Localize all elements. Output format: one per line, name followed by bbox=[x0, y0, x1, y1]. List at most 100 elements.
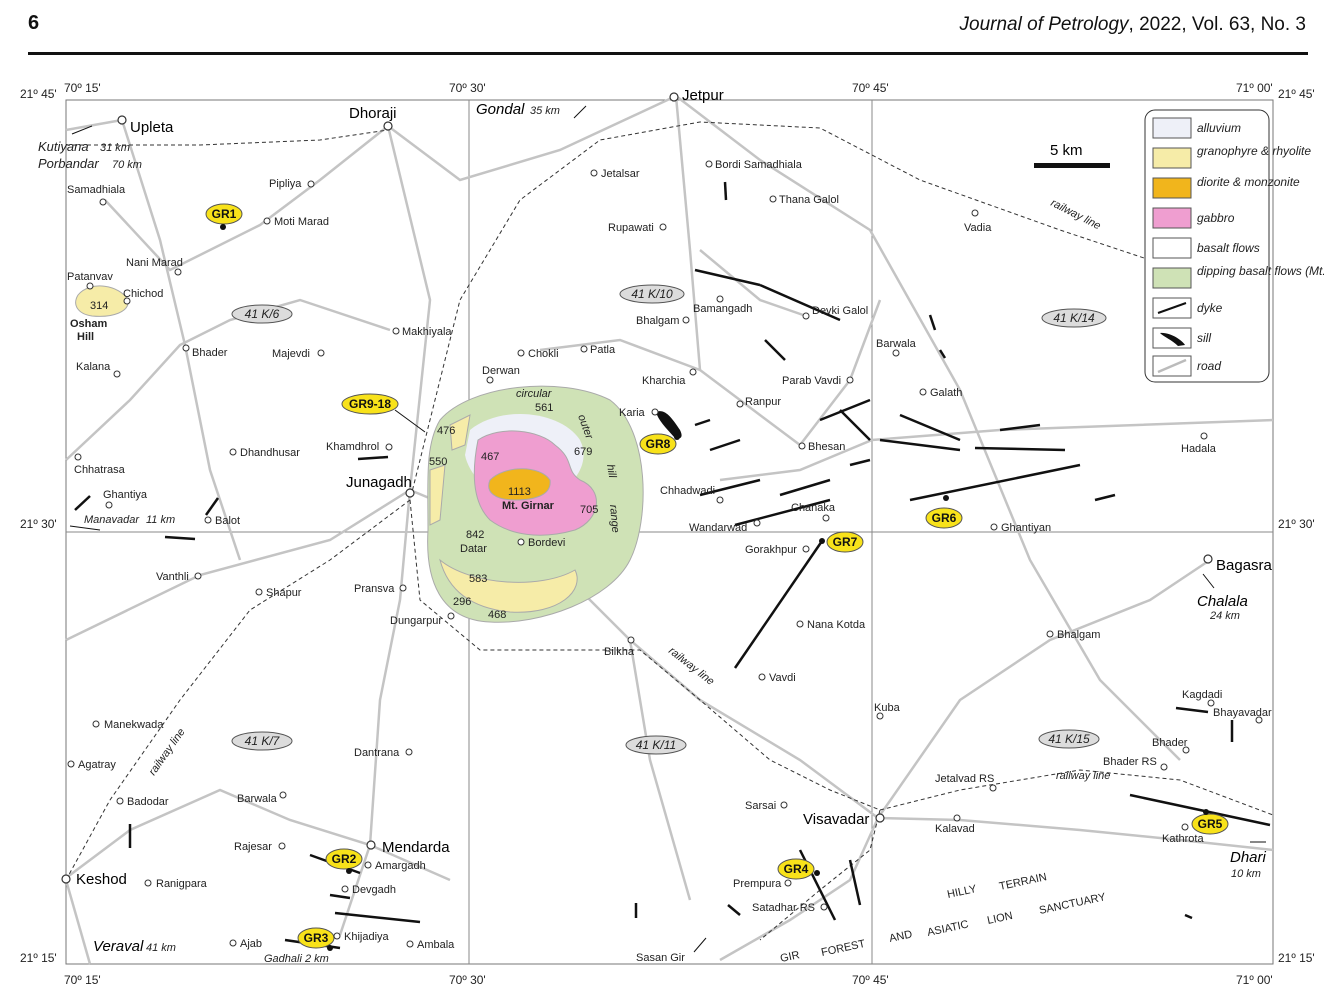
granophyre-west bbox=[429, 464, 446, 526]
mt-girnar-label: Mt. Girnar bbox=[502, 500, 555, 512]
coord-70-45-bottom: 70º 45' bbox=[852, 973, 889, 987]
railway-label-e: railway line bbox=[1056, 770, 1110, 782]
village-dhandhusar: Dhandhusar bbox=[240, 447, 300, 459]
village-ghantiyan: Ghantiyan bbox=[1001, 522, 1051, 534]
coord-71-00-bottom: 71º 00' bbox=[1236, 973, 1273, 987]
sample-gr3: GR3 bbox=[304, 931, 329, 945]
coord-70-30-bottom: 70º 30' bbox=[449, 973, 486, 987]
diorite-area bbox=[488, 468, 551, 501]
journal-citation: Journal of Petrology, 2022, Vol. 63, No.… bbox=[960, 14, 1306, 36]
sheet-41k6: 41 K/6 bbox=[245, 307, 280, 321]
dir-kutiyana-dist: 31 km bbox=[100, 142, 130, 154]
village-karia: Karia bbox=[619, 407, 646, 419]
legend: alluvium granophyre & rhyolite diorite &… bbox=[1144, 109, 1324, 383]
village-samadhiala: Samadhiala bbox=[67, 184, 126, 196]
road-network bbox=[64, 94, 1274, 965]
coord-21-30-left: 21º 30' bbox=[20, 517, 57, 531]
dir-veraval: Veraval bbox=[93, 938, 144, 955]
legend-label-granophyre: granophyre & rhyolite bbox=[1197, 144, 1311, 158]
dir-chalala: Chalala bbox=[1197, 593, 1248, 610]
sample-point-gr2 bbox=[346, 868, 352, 874]
coord-21-30-right: 21º 30' bbox=[1278, 517, 1315, 531]
legend-label-dyke: dyke bbox=[1197, 301, 1223, 315]
village-markers bbox=[67, 160, 1263, 948]
spot-476: 476 bbox=[437, 425, 455, 437]
hill-label: hill bbox=[604, 463, 618, 479]
dir-kutiyana: Kutiyana bbox=[38, 139, 89, 154]
sample-ellipse-gr6 bbox=[925, 507, 963, 529]
village-devki-galol: Devki Galol bbox=[812, 305, 868, 317]
village-prempura: Prempura bbox=[733, 878, 782, 890]
spot-heights: 561 476 467 679 550 1113 705 842 583 296… bbox=[429, 402, 598, 621]
village-chokli: Chokli bbox=[528, 348, 559, 360]
village-amargadh: Amargadh bbox=[375, 860, 426, 872]
sample-ellipse-gr9-18 bbox=[341, 393, 399, 415]
dir-gondal: Gondal bbox=[476, 101, 525, 118]
town-bagasra: Bagasra bbox=[1216, 557, 1273, 574]
dir-manavadar: Manavadar bbox=[84, 514, 140, 526]
village-bordevi: Bordevi bbox=[528, 537, 565, 549]
sheet-ellipse-41k7 bbox=[231, 731, 293, 751]
legend-label-alluvium: alluvium bbox=[1197, 121, 1241, 135]
dir-chalala-arrow bbox=[1202, 573, 1215, 589]
sample-point-gr6 bbox=[943, 495, 949, 501]
village-ajab: Ajab bbox=[240, 938, 262, 950]
village-moti-marad: Moti Marad bbox=[274, 216, 329, 228]
sheet-41k7: 41 K/7 bbox=[245, 734, 281, 748]
scale-bar bbox=[1034, 163, 1110, 168]
town-keshod: Keshod bbox=[76, 871, 127, 888]
spot-842: 842 bbox=[466, 529, 484, 541]
village-derwan: Derwan bbox=[482, 365, 520, 377]
legend-label-road: road bbox=[1197, 359, 1221, 373]
sample-point-gr4 bbox=[814, 870, 820, 876]
village-ranigpara: Ranigpara bbox=[156, 878, 208, 890]
village-patanvav: Patanvav bbox=[67, 271, 113, 283]
page-number: 6 bbox=[28, 12, 40, 34]
village-balot: Balot bbox=[215, 515, 240, 527]
village-jetalvad-rs: Jetalvad RS bbox=[935, 773, 994, 785]
village-kagdadi: Kagdadi bbox=[1182, 689, 1222, 701]
village-kalavad: Kalavad bbox=[935, 823, 975, 835]
granophyre-nw bbox=[449, 414, 471, 451]
coord-70-45-top: 70º 45' bbox=[852, 81, 889, 95]
direction-labels: Gondal 35 km Kutiyana 31 km Porbandar 70… bbox=[38, 101, 1267, 965]
town-junagadh: Junagadh bbox=[346, 474, 412, 491]
dir-porbandar-dist: 70 km bbox=[112, 159, 142, 171]
legend-swatch-basalt bbox=[1152, 237, 1192, 259]
spot-296: 296 bbox=[453, 596, 471, 608]
granophyre-south bbox=[439, 558, 578, 613]
sample-gr2: GR2 bbox=[332, 852, 357, 866]
sample-gr5: GR5 bbox=[1198, 817, 1223, 831]
sample-gr8: GR8 bbox=[646, 437, 671, 451]
journal-volume: , 2022, Vol. 63, No. 3 bbox=[1128, 14, 1306, 35]
spot-468: 468 bbox=[488, 609, 506, 621]
village-rajesar: Rajesar bbox=[234, 841, 272, 853]
town-dhoraji: Dhoraji bbox=[349, 105, 397, 122]
coordinate-labels: 70º 15' 70º 30' 70º 45' 71º 00' 70º 15' … bbox=[20, 81, 1315, 987]
sample-arrow-gr9-18 bbox=[394, 409, 426, 433]
village-ambala: Ambala bbox=[417, 939, 455, 951]
village-bhader-rs: Bhader RS bbox=[1103, 756, 1157, 768]
legend-swatch-dipping-basalt bbox=[1152, 267, 1192, 289]
spot-1113: 1113 bbox=[508, 486, 531, 498]
village-chichod: Chichod bbox=[123, 288, 163, 300]
railway-lines bbox=[65, 121, 1274, 941]
village-galath: Galath bbox=[930, 387, 962, 399]
dir-kutiyana-arrow bbox=[71, 125, 93, 135]
village-barwala-s: Barwala bbox=[237, 793, 278, 805]
mt-girnar-complex bbox=[427, 385, 644, 623]
village-majevdi: Majevdi bbox=[272, 348, 310, 360]
village-vavdi: Vavdi bbox=[769, 672, 796, 684]
legend-label-sill: sill bbox=[1197, 331, 1211, 345]
sheet-ellipse-41k6 bbox=[231, 304, 293, 324]
legend-sill-symbol bbox=[1160, 332, 1185, 346]
osham-label-1: Osham bbox=[70, 318, 108, 330]
village-parab-vavdi: Parab Vavdi bbox=[782, 375, 841, 387]
coord-21-45-left: 21º 45' bbox=[20, 87, 57, 101]
village-pipliya: Pipliya bbox=[269, 178, 302, 190]
dir-chalala-dist: 24 km bbox=[1209, 610, 1240, 622]
spot-550: 550 bbox=[429, 456, 447, 468]
sample-gr1: GR1 bbox=[212, 207, 237, 221]
dir-porbandar: Porbandar bbox=[38, 156, 99, 171]
village-hadala: Hadala bbox=[1181, 443, 1217, 455]
